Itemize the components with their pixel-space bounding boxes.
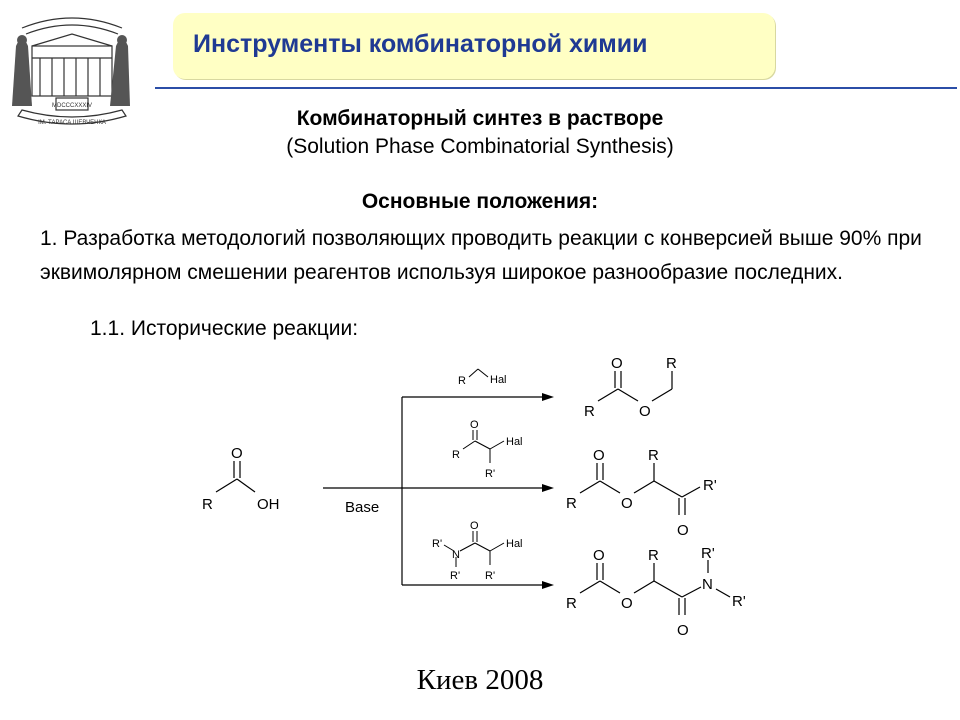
university-seal-icon: MDCCCXXXIV ІМ. ТАРАСА ШЕВЧЕНКА [12, 17, 130, 126]
reaction-scheme-drawing: R O OH Base R Hal [202, 355, 746, 639]
acid-oh-label: OH [257, 496, 280, 513]
branch-arrows [323, 396, 545, 586]
acid-o-label: O [231, 445, 243, 462]
product-3-r2: R [566, 595, 577, 612]
product-3-rp1: R' [701, 545, 715, 562]
reagent-2-hal: Hal [506, 436, 523, 448]
header-divider [155, 87, 957, 89]
product-2-r1: R [648, 447, 659, 464]
product-amide-ester [579, 560, 731, 615]
product-3-o3: O [677, 622, 689, 639]
logo-motto: MDCCCXXXIV [52, 103, 92, 109]
carboxylic-acid [215, 461, 256, 493]
product-3-rp2: R' [732, 593, 746, 610]
section-heading: Комбинаторный синтез в растворе [296, 107, 664, 130]
product-3-r1: R [648, 547, 659, 564]
product-2-rp: R' [703, 477, 717, 494]
product-3-o1: O [593, 547, 605, 564]
acid-r-label: R [202, 496, 213, 513]
product-keto-ester [579, 463, 701, 515]
product-2-r2: R [566, 495, 577, 512]
reagent-haloketone [462, 430, 505, 463]
key-points-title: Основные положения: [361, 190, 599, 213]
reagent-3-rp3: R' [485, 570, 495, 582]
reagent-3-o: O [470, 520, 479, 532]
reaction-scheme: R O OH Base R Hal [160, 345, 780, 645]
university-logo: MDCCCXXXIV ІМ. ТАРАСА ШЕВЧЕНКА [10, 6, 134, 134]
base-label: Base [345, 499, 379, 516]
reagent-3-rp2: R' [450, 570, 460, 582]
footer-city-year: Киев 2008 [416, 664, 544, 696]
reagent-3-n: N [452, 549, 460, 561]
reagent-2-o: O [470, 419, 479, 431]
product-2-o3: O [677, 522, 689, 539]
page-title: Инструменты комбинаторной химии [193, 30, 648, 58]
product-2-o2: O [621, 495, 633, 512]
section-heading-english: (Solution Phase Combinatorial Synthesis) [286, 135, 674, 158]
product-ester [597, 371, 673, 402]
reagent-1-r: R [458, 375, 466, 387]
title-box: Инструменты комбинаторной химии [173, 13, 775, 79]
product-1-r2: R [584, 403, 595, 420]
reagent-2-r: R [452, 449, 460, 461]
reagent-alkyl-halide [468, 368, 489, 378]
arrow-heads [542, 393, 554, 589]
product-3-n: N [702, 576, 713, 593]
product-3-o2: O [621, 595, 633, 612]
reagent-haloamide [443, 531, 505, 567]
product-1-o2: O [639, 403, 651, 420]
point-1-text: 1. Разработка методологий позволяющих пр… [40, 227, 922, 284]
subpoint-1-1: 1.1. Исторические реакции: [90, 317, 359, 340]
logo-banner: ІМ. ТАРАСА ШЕВЧЕНКА [38, 120, 106, 126]
reagent-2-rp: R' [485, 468, 495, 480]
reagent-3-rp1: R' [432, 538, 442, 550]
product-1-r1: R [666, 355, 677, 372]
product-1-o1: O [611, 355, 623, 372]
reagent-1-hal: Hal [490, 374, 507, 386]
product-2-o1: O [593, 447, 605, 464]
reagent-3-hal: Hal [506, 538, 523, 550]
